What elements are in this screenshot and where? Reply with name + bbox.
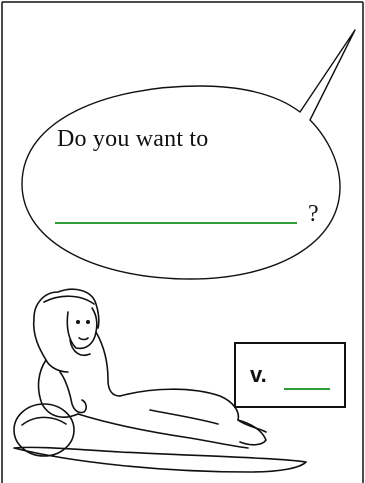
arm	[59, 371, 87, 414]
beard	[69, 339, 91, 356]
headcloth-shape	[32, 288, 100, 373]
speech-bubble-icon	[21, 29, 356, 280]
answer-blank-line[interactable]	[55, 222, 297, 224]
bubble-prompt-text: Do you want to	[57, 126, 209, 152]
part-of-speech-box: v.	[234, 342, 346, 408]
pillow-crease	[21, 416, 67, 426]
eye-right	[86, 319, 91, 324]
robe-upper	[37, 331, 121, 418]
foot	[237, 419, 267, 433]
eye-left	[76, 319, 81, 324]
face-outline	[66, 307, 98, 350]
part-of-speech-label: v.	[250, 362, 267, 387]
robe-fold	[149, 409, 219, 425]
reclining-man-icon	[13, 288, 307, 473]
pillow-shape	[13, 403, 75, 457]
robe-lower	[77, 388, 267, 449]
ground-line	[13, 446, 307, 473]
mouth	[78, 337, 89, 341]
headband	[43, 295, 95, 305]
question-mark: ?	[308, 201, 319, 227]
part-of-speech-blank-line[interactable]	[284, 388, 330, 390]
